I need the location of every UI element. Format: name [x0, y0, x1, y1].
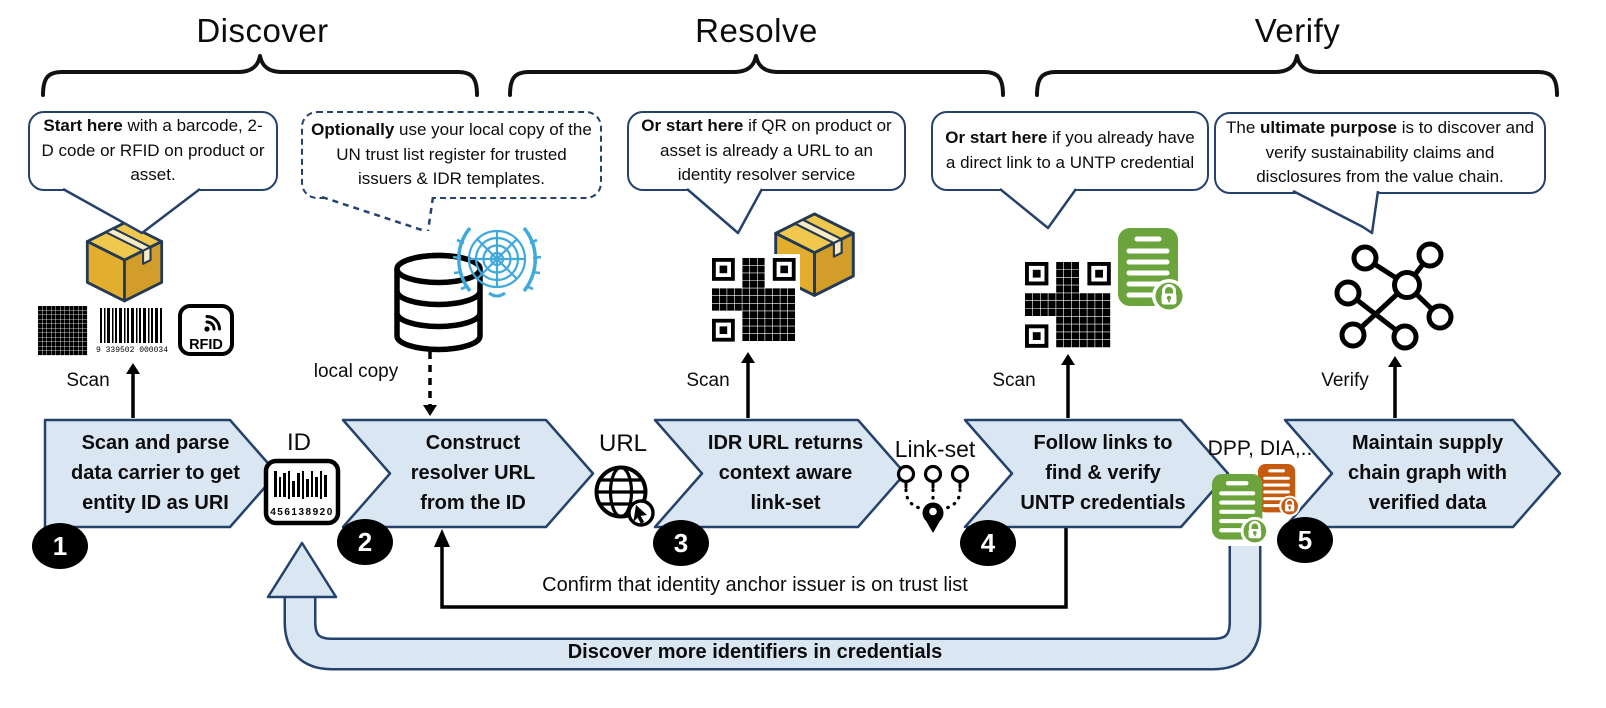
brace-verify: [1035, 54, 1559, 97]
callout-optionally: Optionally use your local copy of the UN…: [301, 111, 602, 199]
callout-ultimate-purpose: The ultimate purpose is to discover and …: [1214, 112, 1546, 194]
product-box-icon: [85, 221, 164, 303]
step-badge-1: 1: [32, 523, 88, 569]
svg-text:9 339502 000034: 9 339502 000034: [96, 346, 168, 355]
local-copy-arrow: [423, 352, 437, 416]
resolve-box-icon: [774, 212, 855, 297]
linkset-label: Link-set: [894, 436, 976, 462]
barcode-icon: 9 339502 000034: [95, 304, 169, 356]
local-copy-label: local copy: [313, 361, 399, 382]
id-barcode-icon: 456138920: [263, 458, 341, 526]
globe-cursor-icon: [594, 465, 655, 527]
brace-resolve: [508, 54, 1005, 97]
step-3-text: IDR URL returns context aware link-set: [707, 432, 864, 514]
svg-text:RFID: RFID: [189, 337, 223, 353]
callout-tail-5: [1292, 189, 1380, 235]
rfid-icon: RFID: [178, 304, 234, 356]
callout-tail-3: [686, 188, 764, 235]
phase-title-discover: Discover: [196, 12, 329, 49]
scan-label-1: Scan: [66, 370, 110, 391]
step-5-text: Maintain supply chain graph with verifie…: [1348, 432, 1507, 514]
callout-tail-4: [999, 188, 1078, 230]
trust-loop-label: Confirm that identity anchor issuer is o…: [542, 574, 968, 596]
callout-tail-1: [62, 187, 201, 235]
callout-start-here: Start here with a barcode, 2-D code or R…: [28, 111, 278, 191]
step-badge-5: 5: [1277, 517, 1333, 563]
callout-or-start-link: Or start here if you already have a dire…: [931, 111, 1209, 191]
database-icon: [394, 252, 483, 353]
qr-code-product: [708, 254, 800, 346]
un-logo-icon: [452, 226, 542, 298]
url-label: URL: [598, 430, 647, 457]
scan-arrow-1: [126, 363, 140, 418]
verify-arrow: [1388, 356, 1402, 418]
step-2-text: Construct resolver URL from the ID: [410, 432, 536, 514]
id-label: ID: [287, 429, 311, 456]
credential-icon-large-green: [1118, 228, 1186, 313]
verify-label: Verify: [1321, 370, 1369, 391]
credential-icon-green: [1212, 474, 1269, 545]
scan-arrow-4: [1061, 354, 1075, 418]
callout-tail-2: [320, 195, 435, 233]
discover-loop-arrow: [266, 541, 1262, 671]
linkset-pins-icon: [896, 464, 970, 533]
credential-icon-orange: [1256, 462, 1302, 519]
step-4-text: Follow links to find & verify UNTP crede…: [1020, 432, 1186, 514]
scan-arrow-3: [741, 352, 755, 418]
discover-loop-label: Discover more identifiers in credentials: [567, 641, 943, 663]
step-badge-4: 4: [960, 520, 1016, 566]
data-matrix-icon: [38, 306, 88, 356]
scan-label-4: Scan: [992, 370, 1036, 391]
network-graph-icon: [1334, 241, 1454, 351]
step-1-text: Scan and parse data carrier to get entit…: [71, 432, 240, 514]
svg-text:456138920: 456138920: [270, 507, 334, 518]
callout-or-start-qr: Or start here if QR on product or asset …: [627, 111, 906, 191]
phase-title-verify: Verify: [1254, 12, 1341, 49]
credentials-label: DPP, DIA,..: [1207, 437, 1313, 460]
step-badge-2: 2: [337, 519, 393, 565]
brace-discover: [41, 54, 479, 97]
qr-code-credential: [1021, 258, 1115, 352]
phase-title-resolve: Resolve: [695, 12, 818, 49]
step-badge-3: 3: [653, 520, 709, 566]
scan-label-3: Scan: [686, 370, 730, 391]
